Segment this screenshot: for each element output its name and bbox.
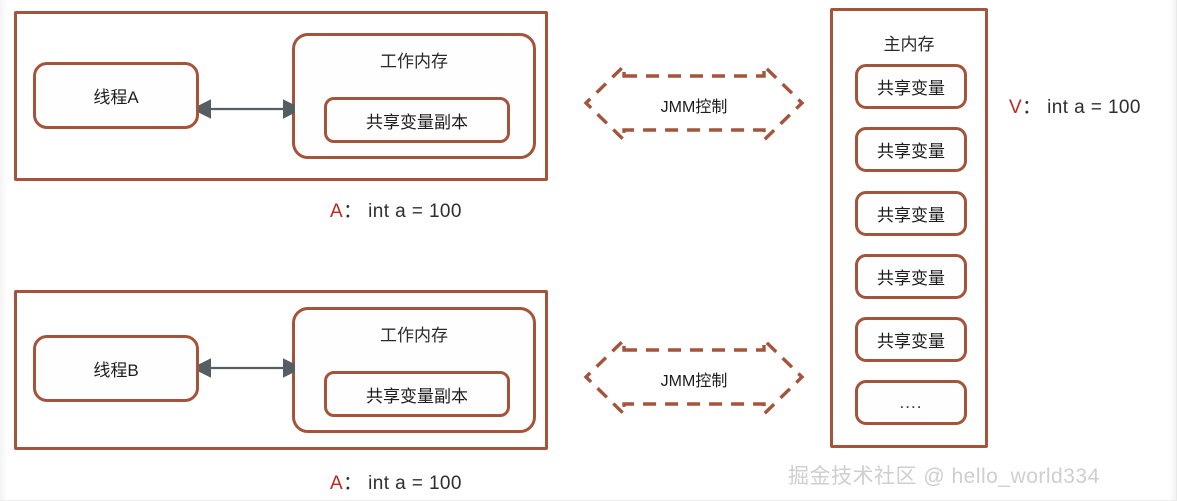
thread-a-caption: A： int a = 100 [330,196,462,223]
thread-a-connector-arrow [199,99,295,119]
main-memory-cell-label: 共享变量 [877,206,945,225]
main-memory-cell-label: 共享变量 [877,332,945,351]
thread-a-caption-value: int a = 100 [368,201,462,222]
main-memory-cell[interactable]: 共享变量 [855,191,967,236]
thread-b-connector-arrow [199,358,295,378]
main-memory-cell-label: 共享变量 [877,142,945,161]
thread-b-caption-sep: ： [343,473,363,494]
main-memory-caption: V： int a = 100 [1009,92,1141,119]
main-memory-title: 主内存 [883,35,935,54]
main-memory-cell-label: .... [899,392,923,412]
main-memory-panel: 主内存 共享变量 共享变量 共享变量 共享变量 共享变量 .... [830,8,988,448]
watermark: 掘金技术社区 @ hello_world334 [788,465,1100,488]
main-memory-cell-label: 共享变量 [877,79,945,98]
thread-a-group: 线程A 工作内存 共享变量副本 [14,11,548,181]
thread-b-group: 线程B 工作内存 共享变量副本 [14,290,548,450]
main-memory-caption-key: V [1009,97,1023,118]
thread-a-shared-copy-label: 共享变量副本 [366,112,468,132]
jmm-top-shape [583,61,805,145]
jmm-control-top: JMM控制 [582,61,806,145]
thread-b-caption-value: int a = 100 [368,473,462,494]
main-memory-cell[interactable]: 共享变量 [855,127,967,172]
thread-b-working-memory[interactable]: 工作内存 共享变量副本 [292,307,536,433]
main-memory-cell[interactable]: 共享变量 [855,64,967,109]
main-memory-cell[interactable]: 共享变量 [855,254,967,299]
jmm-control-bottom: JMM控制 [582,335,806,419]
thread-b-caption-key: A [330,473,344,494]
page-edge-left [0,0,7,500]
jmm-bottom-shape [583,335,805,419]
page-edge-right [1168,0,1176,500]
thread-a-label: 线程A [93,88,139,107]
main-memory-caption-value: int a = 100 [1047,97,1141,118]
thread-a-working-memory[interactable]: 工作内存 共享变量副本 [292,33,536,159]
thread-a-node[interactable]: 线程A [33,62,199,129]
main-memory-caption-sep: ： [1022,97,1042,118]
thread-a-caption-sep: ： [343,201,363,222]
thread-b-shared-copy-label: 共享变量副本 [366,386,468,406]
main-memory-cell[interactable]: 共享变量 [855,317,967,362]
thread-a-working-memory-title: 工作内存 [380,52,448,71]
thread-b-shared-copy[interactable]: 共享变量副本 [324,371,510,417]
thread-b-caption: A： int a = 100 [330,468,462,495]
thread-b-label: 线程B [93,361,139,380]
thread-a-caption-key: A [330,201,344,222]
thread-b-node[interactable]: 线程B [33,335,199,402]
main-memory-cell-ellipsis[interactable]: .... [855,380,967,425]
main-memory-cell-label: 共享变量 [877,269,945,288]
thread-a-shared-copy[interactable]: 共享变量副本 [324,97,510,143]
thread-b-working-memory-title: 工作内存 [380,326,448,345]
